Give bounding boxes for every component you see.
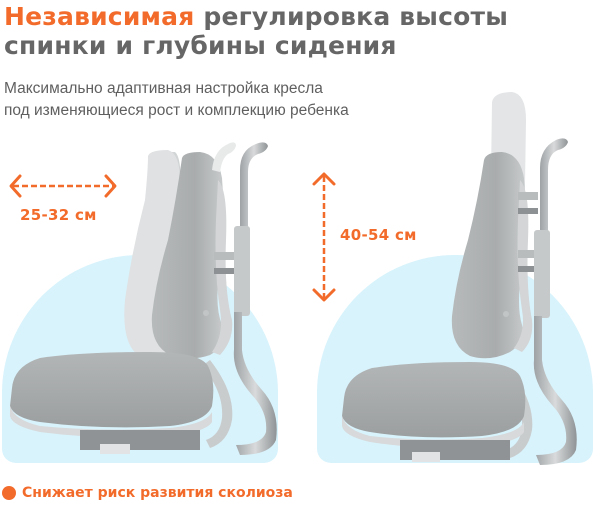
subtitle-line-2: под изменяющиеся рост и комплекцию ребен… bbox=[4, 102, 349, 119]
horizontal-double-arrow-icon bbox=[9, 174, 117, 198]
depth-panel: 25-32 см bbox=[2, 142, 278, 463]
height-measure-label: 40-54 см bbox=[340, 226, 417, 244]
orange-dot-icon bbox=[2, 486, 16, 500]
height-panel: 40-54 см bbox=[300, 0, 600, 507]
chair-depth-illustration bbox=[10, 142, 277, 455]
benefit-text: Снижает риск развития сколиоза bbox=[22, 485, 293, 501]
title-rest: регулировка высоты спинки и глубины сиде… bbox=[4, 2, 509, 60]
chair-height-illustration bbox=[342, 92, 577, 465]
title-accent: Независимая bbox=[4, 2, 195, 31]
subtitle: Максимально адаптивная настройка кресла п… bbox=[4, 78, 349, 122]
subtitle-line-1: Максимально адаптивная настройка кресла bbox=[4, 80, 323, 97]
page-title: Независимая регулировка высоты спинки и … bbox=[4, 2, 600, 60]
benefit-bullet: Снижает риск развития сколиоза bbox=[2, 485, 293, 501]
depth-measure-label: 25-32 см bbox=[20, 206, 97, 224]
vertical-double-arrow-icon bbox=[312, 172, 336, 302]
